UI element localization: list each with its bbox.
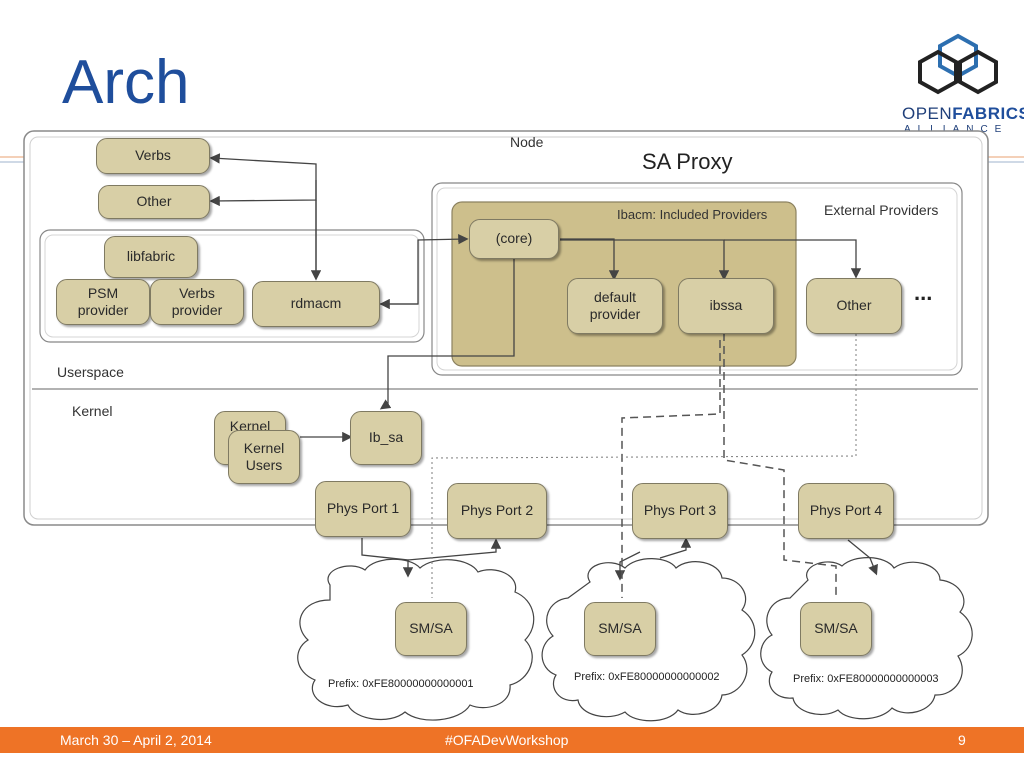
verbs-box: Verbs bbox=[96, 138, 210, 174]
ib-sa-box: Ib_sa bbox=[350, 411, 422, 465]
footer-hashtag: #OFADevWorkshop bbox=[445, 732, 569, 748]
psm-provider-box: PSM provider bbox=[56, 279, 150, 325]
libfabric-box: libfabric bbox=[104, 236, 198, 278]
logo-wordmark: OPENFABRICS bbox=[902, 104, 1024, 124]
kernel-label: Kernel bbox=[72, 403, 113, 419]
solid-connectors bbox=[209, 153, 878, 581]
phys-port-2-box: Phys Port 2 bbox=[447, 483, 547, 539]
userspace-label: Userspace bbox=[57, 364, 124, 380]
more-providers-ellipsis: ... bbox=[914, 280, 933, 305]
rdmacm-box: rdmacm bbox=[252, 281, 380, 327]
sm-sa-3-box: SM/SA bbox=[800, 602, 872, 656]
core-box: (core) bbox=[469, 219, 559, 259]
node-label: Node bbox=[510, 134, 544, 150]
sm-sa-1-box: SM/SA bbox=[395, 602, 467, 656]
prefix-label-2: Prefix: 0xFE80000000000002 bbox=[574, 671, 720, 683]
footer-page-number: 9 bbox=[958, 732, 966, 748]
slide-title: Arch bbox=[62, 48, 190, 117]
dotted-connectors bbox=[431, 334, 857, 598]
logo-subtitle: ALLIANCE bbox=[904, 124, 1009, 135]
header-stripes bbox=[0, 156, 1024, 163]
sm-sa-2-box: SM/SA bbox=[584, 602, 656, 656]
footer-date: March 30 – April 2, 2014 bbox=[60, 732, 212, 748]
kernel-users-box: Kernel Users bbox=[228, 430, 300, 484]
phys-port-4-box: Phys Port 4 bbox=[798, 483, 894, 539]
footer-bar: March 30 – April 2, 2014 #OFADevWorkshop… bbox=[0, 727, 1024, 753]
verbs-provider-box: Verbs provider bbox=[150, 279, 244, 325]
phys-port-3-box: Phys Port 3 bbox=[632, 483, 728, 539]
prefix-label-3: Prefix: 0xFE80000000000003 bbox=[793, 673, 939, 685]
phys-port-1-box: Phys Port 1 bbox=[315, 481, 411, 537]
external-providers-label: External Providers bbox=[824, 202, 939, 218]
default-provider-box: default provider bbox=[567, 278, 663, 334]
other-external-box: Other bbox=[806, 278, 902, 334]
other-top-box: Other bbox=[98, 185, 210, 219]
logo-word-open: OPEN bbox=[902, 104, 953, 123]
dashed-connectors bbox=[621, 333, 837, 598]
logo-word-fabrics: FABRICS bbox=[952, 104, 1024, 123]
prefix-label-1: Prefix: 0xFE80000000000001 bbox=[328, 678, 474, 690]
ibacm-label: Ibacm: Included Providers bbox=[617, 207, 768, 222]
sa-proxy-label: SA Proxy bbox=[642, 149, 733, 174]
ibssa-box: ibssa bbox=[678, 278, 774, 334]
